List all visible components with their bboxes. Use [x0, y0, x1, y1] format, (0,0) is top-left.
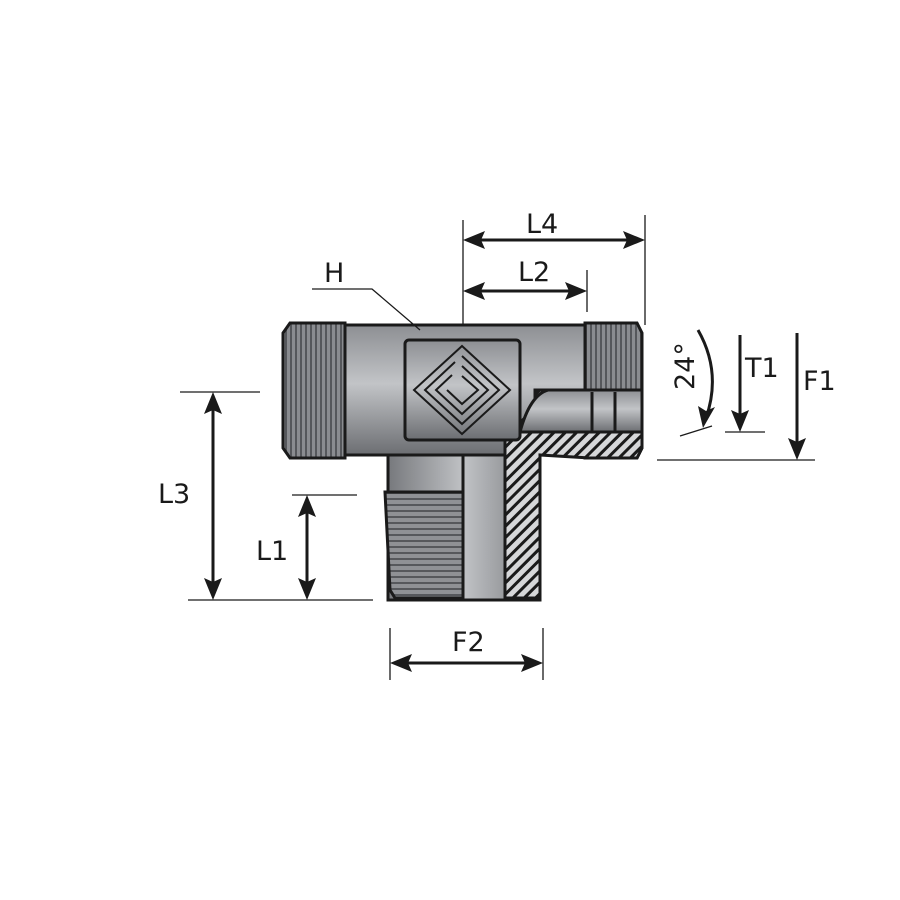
dimensions: H L4 L2 L3 L1 F2 T1 — [158, 209, 836, 680]
label-t1: T1 — [744, 353, 779, 384]
label-f1: F1 — [803, 366, 836, 397]
h-leader — [312, 288, 421, 331]
label-l4: L4 — [526, 209, 558, 240]
body — [281, 321, 644, 600]
label-l1: L1 — [256, 536, 288, 567]
male-thread — [383, 490, 465, 600]
label-angle: 24° — [670, 342, 701, 390]
logo-plate — [403, 338, 522, 442]
label-f2: F2 — [452, 627, 485, 658]
label-l2: L2 — [518, 257, 550, 288]
left-thread-ring — [281, 321, 347, 460]
label-l3: L3 — [158, 479, 190, 510]
label-h: H — [324, 258, 344, 289]
port-bore — [518, 388, 644, 434]
logo-icon — [412, 344, 512, 436]
